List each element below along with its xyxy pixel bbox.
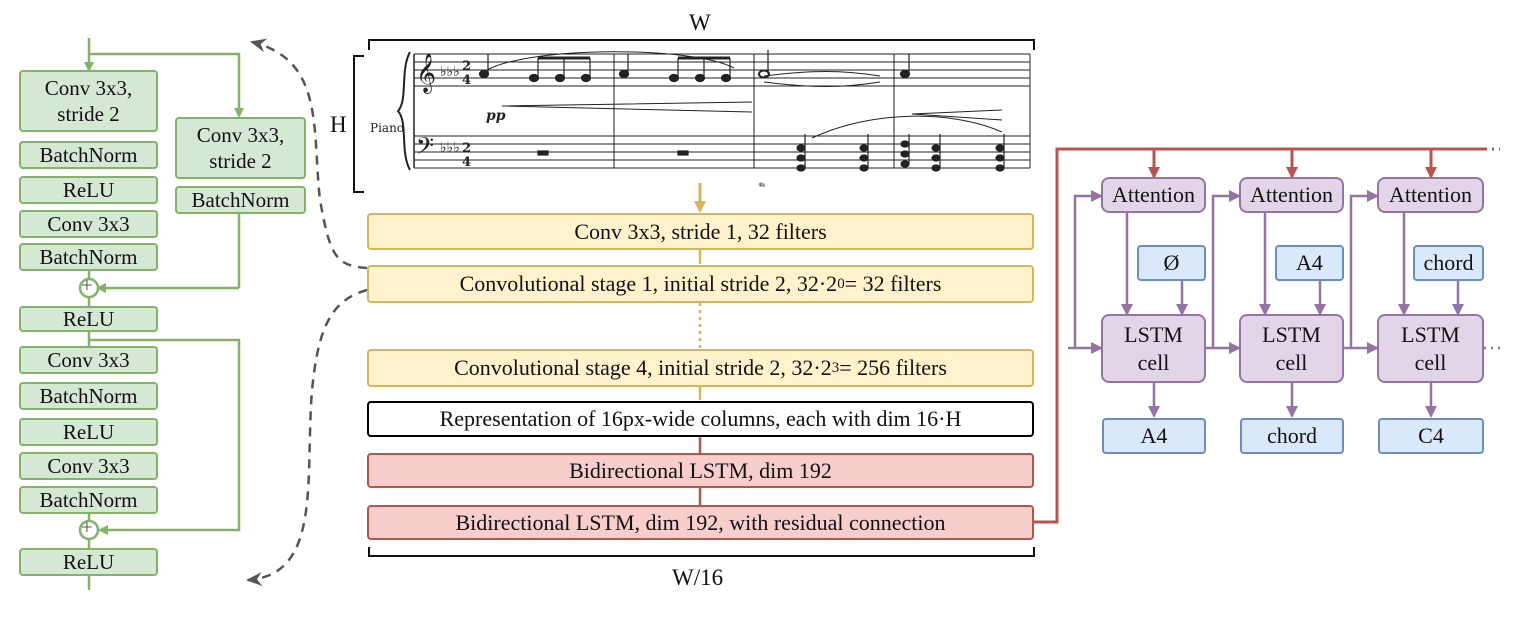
plain-relu: ReLU bbox=[19, 418, 158, 446]
decoder-output-3: C4 bbox=[1378, 418, 1484, 454]
dimension-brackets bbox=[353, 39, 1035, 557]
height-label: H bbox=[330, 112, 347, 137]
svg-text:2: 2 bbox=[462, 59, 471, 74]
conv-stride1-block: Conv 3x3, stride 1, 32 filters bbox=[367, 213, 1034, 250]
conv-stage1-text: Convolutional stage 1, initial stride 2,… bbox=[459, 271, 838, 297]
svg-text:4: 4 bbox=[462, 155, 471, 170]
decoder-lines bbox=[1068, 190, 1500, 418]
resblock-relu-out: ReLU bbox=[19, 548, 158, 576]
encoder-to-attention-lines bbox=[1034, 147, 1500, 524]
svg-text:2: 2 bbox=[462, 141, 471, 156]
conv-stage4-text: Convolutional stage 4, initial stride 2,… bbox=[454, 355, 832, 381]
instrument-label: Piano bbox=[370, 121, 404, 135]
music-score-image: 𝄞 𝄢 ♭♭♭ ♭♭♭ 2 4 2 4 pp Piano 𝆮 bbox=[370, 50, 1031, 190]
residual-add-symbol: + bbox=[81, 273, 93, 297]
residual-block-lines bbox=[78, 38, 244, 590]
plain-conv3x3-2: Conv 3x3 bbox=[19, 452, 158, 480]
column-representation-block: Representation of 16px-wide columns, eac… bbox=[367, 401, 1034, 437]
conv-stage4-tail: = 256 filters bbox=[839, 355, 947, 381]
conv-stage4-exponent: 3 bbox=[831, 359, 840, 376]
svg-text:4: 4 bbox=[462, 73, 471, 88]
svg-text:𝄢: 𝄢 bbox=[416, 132, 434, 165]
zoom-connectors bbox=[246, 38, 368, 587]
decoder-input-1: Ø bbox=[1137, 245, 1206, 281]
resblock-relu-mid: ReLU bbox=[19, 306, 158, 332]
skip-batchnorm: BatchNorm bbox=[175, 186, 306, 214]
residual-add-symbol-2: + bbox=[81, 515, 93, 539]
width-label: W bbox=[689, 10, 711, 35]
conv-stage4-block: Convolutional stage 4, initial stride 2,… bbox=[367, 349, 1034, 387]
conv-stage1-tail: = 32 filters bbox=[844, 271, 942, 297]
svg-text:♭♭♭: ♭♭♭ bbox=[440, 64, 460, 80]
svg-text:𝄞: 𝄞 bbox=[416, 53, 436, 94]
decoder-input-2: A4 bbox=[1275, 245, 1344, 281]
plain-batchnorm-2: BatchNorm bbox=[19, 486, 158, 514]
resblock-batchnorm-2: BatchNorm bbox=[19, 243, 158, 271]
lstm-cell-3: LSTM cell bbox=[1377, 314, 1484, 383]
skip-conv-stride2: Conv 3x3, stride 2 bbox=[175, 117, 306, 179]
decoder-output-2: chord bbox=[1240, 418, 1344, 454]
attention-block-2: Attention bbox=[1239, 177, 1344, 213]
svg-text:♭♭♭: ♭♭♭ bbox=[440, 140, 460, 156]
attention-block-3: Attention bbox=[1377, 177, 1484, 213]
attention-block-1: Attention bbox=[1101, 177, 1206, 213]
lstm-cell-2: LSTM cell bbox=[1239, 314, 1344, 383]
decoder-input-3: chord bbox=[1413, 245, 1484, 281]
plain-batchnorm-1: BatchNorm bbox=[19, 382, 158, 410]
conv-stage1-block: Convolutional stage 1, initial stride 2,… bbox=[367, 265, 1034, 303]
conv-stage1-exponent: 0 bbox=[837, 275, 845, 292]
bilstm-block-1: Bidirectional LSTM, dim 192 bbox=[367, 453, 1034, 488]
svg-text:𝆮: 𝆮 bbox=[757, 180, 766, 190]
plain-conv3x3-1: Conv 3x3 bbox=[19, 346, 158, 374]
output-width-label: W/16 bbox=[672, 565, 724, 590]
bilstm-block-2: Bidirectional LSTM, dim 192, with residu… bbox=[367, 505, 1034, 540]
lstm-cell-1: LSTM cell bbox=[1101, 314, 1206, 383]
decoder-output-1: A4 bbox=[1102, 418, 1206, 454]
resblock-batchnorm-1: BatchNorm bbox=[19, 141, 158, 169]
resblock-relu-1: ReLU bbox=[19, 176, 158, 204]
resblock-conv3x3: Conv 3x3 bbox=[19, 210, 158, 238]
resblock-conv-stride2: Conv 3x3, stride 2 bbox=[19, 70, 158, 132]
dynamic-mark: pp bbox=[486, 108, 506, 124]
